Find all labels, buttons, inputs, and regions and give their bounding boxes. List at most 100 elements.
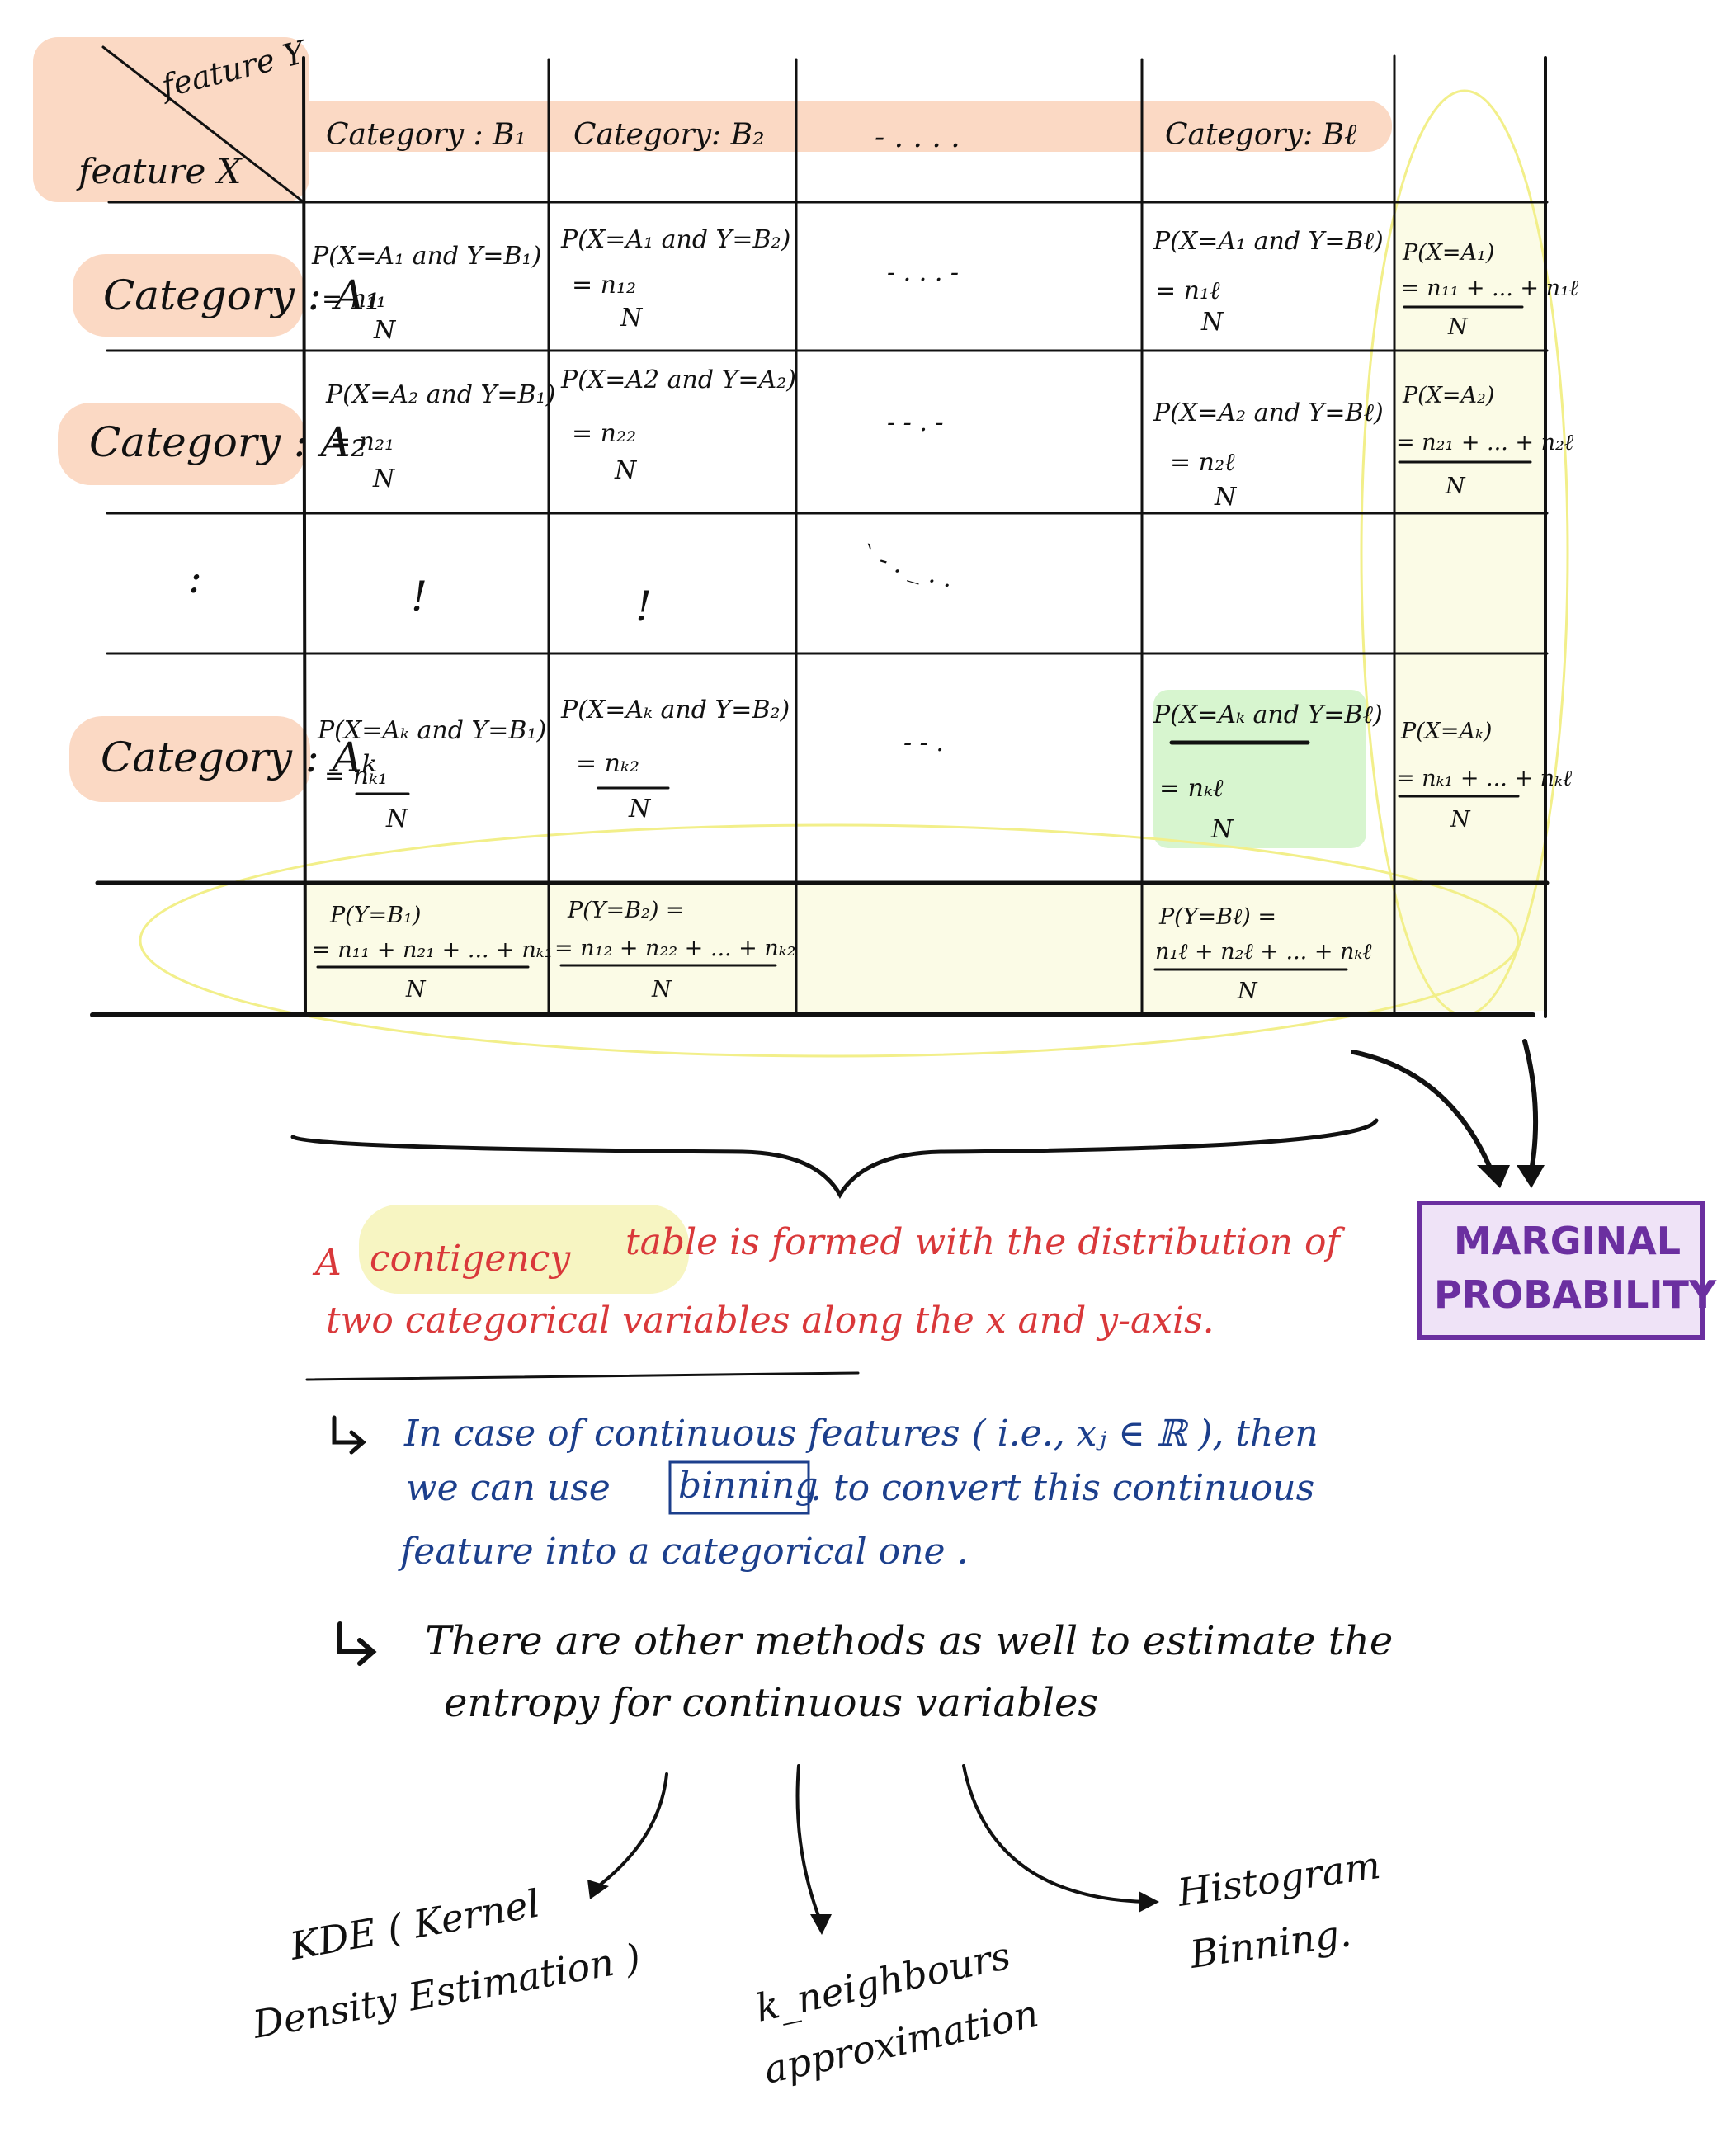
blue-note-line2-a: we can use <box>406 1467 611 1509</box>
row-header-dots: : <box>188 554 202 602</box>
cell-ak-bl: P(X=Aₖ and Y=Bℓ) = nₖℓ N <box>1153 701 1383 844</box>
cell-ak-marginal: P(X=Aₖ) = nₖ₁ + ... + nₖℓ N <box>1396 719 1573 833</box>
arrowhead-icon <box>1517 1165 1545 1188</box>
arrowhead-icon <box>1477 1165 1510 1188</box>
cell-num: = n₁₁ + n₂₁ + ... + nₖ₁ <box>312 937 553 963</box>
marginal-y-b2: P(Y=B₂) = = n₁₂ + n₂₂ + ... + nₖ₂ N <box>554 898 795 1003</box>
row-ak-highlight <box>69 716 310 802</box>
cell-den: N <box>1447 314 1469 340</box>
table-grid <box>90 45 1550 1018</box>
row-a2-highlight <box>58 403 305 485</box>
cell-a1-dots: - . . . - <box>887 258 959 287</box>
cell-den: N <box>1237 979 1258 1004</box>
cell-num: = n₂ℓ <box>1170 448 1235 477</box>
contingency-word-highlight <box>359 1205 689 1294</box>
cell-a1-b2: P(X=A₁ and Y=B₂) = n₁₂ N <box>560 225 790 333</box>
blue-note: In case of continuous features ( i.e., x… <box>332 1413 1318 1573</box>
arrowhead-icon <box>810 1914 832 1935</box>
cell-dots-diagonal: ` - . _ . . <box>856 540 957 594</box>
curly-brace <box>290 1118 1379 1199</box>
cell-den: N <box>1214 483 1238 512</box>
blue-note-line1: In case of continuous features ( i.e., x… <box>403 1413 1318 1455</box>
cell-num: = nₖℓ <box>1159 774 1224 803</box>
cell-ak-dots: - - . <box>903 729 944 757</box>
cell-den: N <box>1210 815 1234 844</box>
cell-den: N <box>620 304 644 333</box>
cell-expr: P(X=A₁ and Y=B₂) <box>560 225 790 254</box>
black-note-line2: entropy for continuous variables <box>444 1680 1098 1726</box>
method-histogram-line2: Binning. <box>1186 1910 1354 1977</box>
cell-num: = nₖ₁ <box>324 762 388 790</box>
cell-den: N <box>651 977 672 1003</box>
cell-ak-b2: P(X=Aₖ and Y=B₂) = nₖ₂ N <box>560 696 790 823</box>
cell-expr: P(X=A₂) <box>1402 383 1494 408</box>
cell-den: N <box>1450 807 1471 833</box>
cell-dots-b1: ! <box>411 573 427 620</box>
cell-den: N <box>385 804 409 833</box>
header-row-highlight <box>266 101 1392 152</box>
method-kde-line1: KDE ( Kernel <box>286 1881 544 1969</box>
cell-dots-b2: ! <box>635 583 652 630</box>
blue-note-line2-b: . to convert this continuous <box>810 1467 1314 1509</box>
cell-num: = n₂₂ <box>572 419 636 448</box>
cell-den: N <box>1200 308 1224 337</box>
red-note-line1: table is formed with the distribution of <box>625 1221 1345 1263</box>
cell-den: N <box>628 795 652 823</box>
marginal-row-fill <box>305 883 1394 1015</box>
cell-a2-bl: P(X=A₂ and Y=Bℓ) = n₂ℓ N <box>1153 399 1384 512</box>
cell-a1-bl: P(X=A₁ and Y=Bℓ) = n₁ℓ N <box>1153 227 1384 337</box>
col-header-b2: Category: B₂ <box>573 118 765 152</box>
cell-a1-b1: P(X=A₁ and Y=B₁) = n₁₁ N <box>311 242 541 345</box>
arrowhead-icon <box>1139 1891 1159 1913</box>
cell-a2-b1: P(X=A₂ and Y=B₁) = n₂₁ N <box>325 380 555 493</box>
cell-expr: P(Y=B₁) <box>329 903 421 928</box>
marginal-label-line1: MARGINAL <box>1454 1219 1681 1263</box>
marginal-col-fill <box>1394 202 1547 1011</box>
row-header-a2: Category : A₂ <box>89 418 367 466</box>
row-a1-highlight <box>73 254 304 337</box>
marginal-row-ellipse <box>139 823 1520 1058</box>
cell-a2-dots: - - . - <box>887 408 944 437</box>
cell-num: n₁ℓ + n₂ℓ + ... + nₖℓ <box>1155 939 1372 965</box>
corner-highlight <box>33 37 309 202</box>
cell-a1-marginal: P(X=A₁) = n₁₁ + ... + n₁ℓ N <box>1401 240 1579 340</box>
cell-expr: P(X=A₁ and Y=B₁) <box>311 242 541 271</box>
cell-num: = n₂₁ <box>330 427 394 456</box>
row-header-ak: Category : Aₖ <box>101 734 377 781</box>
col-header-b1: Category : B₁ <box>326 118 526 152</box>
arrow-bullet-icon <box>332 1415 366 1455</box>
cell-num: = n₁₁ + ... + n₁ℓ <box>1401 276 1579 301</box>
cell-expr: P(X=Aₖ and Y=Bℓ) <box>1153 701 1383 729</box>
black-note-line1: There are other methods as well to estim… <box>425 1618 1393 1664</box>
marginal-label-line2: PROBABILITY <box>1434 1272 1717 1317</box>
blue-note-binning: binning <box>678 1465 818 1507</box>
cell-expr: P(X=Aₖ and Y=B₁) <box>317 716 546 745</box>
green-cell-highlight <box>1153 690 1366 848</box>
col-header-dots: - . . . . <box>875 120 960 154</box>
red-note: A contigency table is formed with the di… <box>305 1221 1345 1381</box>
cell-a2-marginal: P(X=A₂) = n₂₁ + ... + n₂ℓ N <box>1396 383 1574 499</box>
cell-expr: P(X=Aₖ and Y=B₂) <box>560 696 790 724</box>
method-arrows <box>587 1764 1159 1935</box>
col-header-bl: Category: Bℓ <box>1165 118 1356 152</box>
cell-num: = n₂₁ + ... + n₂ℓ <box>1396 430 1574 455</box>
cell-a2-b2: P(X=A2 and Y=A₂) = n₂₂ N <box>560 366 796 485</box>
cell-den: N <box>614 456 638 485</box>
arrow-bullet-icon <box>337 1621 377 1666</box>
black-note: There are other methods as well to estim… <box>337 1618 1393 1726</box>
cell-expr: P(Y=B₂) = <box>567 898 685 923</box>
cell-den: N <box>1445 474 1466 499</box>
cell-expr: P(X=A2 and Y=A₂) <box>560 366 796 394</box>
method-histogram-line1: Histogram <box>1174 1842 1383 1915</box>
marginal-probability-box: MARGINAL PROBABILITY <box>1417 1201 1717 1340</box>
cell-num: = n₁₂ + n₂₂ + ... + nₖ₂ <box>554 936 795 961</box>
arrows-to-marginal <box>1351 1039 1545 1188</box>
cell-ak-b1: P(X=Aₖ and Y=B₁) = nₖ₁ N <box>317 716 546 833</box>
cell-num: = n₁ℓ <box>1155 276 1220 305</box>
row-header-a1: Category : A₁ <box>103 271 381 319</box>
red-note-contingency: contigency <box>370 1238 571 1280</box>
cell-den: N <box>373 316 397 345</box>
cell-expr: P(Y=Bℓ) = <box>1158 904 1276 930</box>
marginal-y-bl: P(Y=Bℓ) = n₁ℓ + n₂ℓ + ... + nₖℓ N <box>1153 904 1372 1004</box>
